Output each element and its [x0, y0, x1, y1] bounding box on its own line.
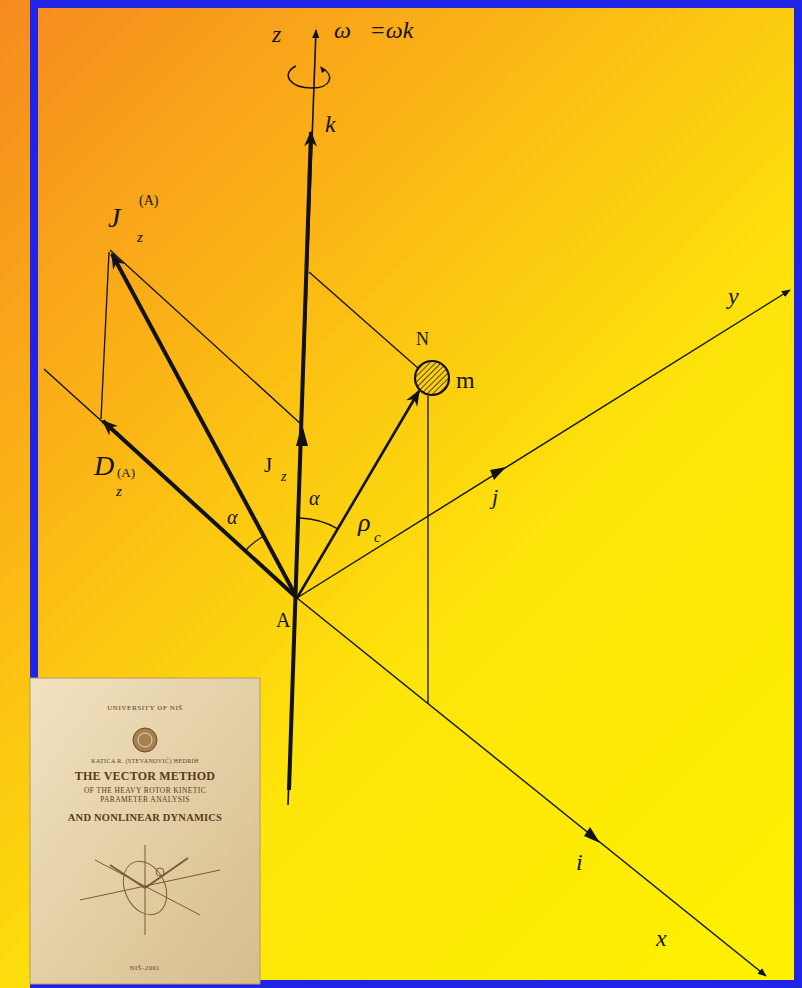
projection-line [101, 252, 109, 419]
book-title: AND NONLINEAR DYNAMICS [40, 812, 250, 824]
superscript: (A) [117, 466, 135, 479]
book-title: THE VECTOR METHOD [40, 770, 250, 784]
axis-name: y [728, 284, 739, 308]
rho-vector [297, 391, 419, 598]
projection-line [427, 396, 428, 704]
axis-name: z [272, 22, 281, 46]
vector-name: J⃗ [108, 204, 142, 232]
mass-point [415, 361, 449, 395]
z-axis [288, 30, 316, 805]
rotation-arrowhead [320, 66, 326, 73]
i-arrowhead [584, 827, 600, 843]
axis-name: x [656, 926, 667, 950]
point-name: A [276, 610, 290, 630]
angle-name: α [309, 488, 320, 508]
mass-name: m [456, 368, 475, 392]
rotation-arrow [288, 66, 330, 88]
jz-arrowhead [296, 424, 308, 446]
y-axis [297, 290, 790, 598]
university-emblem [133, 728, 157, 752]
cover-drawing [80, 845, 220, 935]
book-subtitle: OF THE HEAVY ROTOR KINETIC PARAMETER ANA… [70, 787, 220, 804]
angle-arc [245, 536, 264, 551]
book-cover [30, 678, 260, 984]
place-year: NIŠ-2001 [45, 964, 245, 971]
unit-vector: i⃗ [576, 850, 601, 874]
projection-line [309, 272, 419, 369]
j-vector [112, 254, 297, 598]
superscript: (A) [139, 194, 158, 208]
university-emblem [138, 733, 152, 747]
subscript: z [281, 470, 286, 484]
d-vector [103, 421, 297, 598]
author: KATICA R. (STEVANOVIĆ) HEDRIH [45, 758, 245, 765]
point-name: N [416, 330, 429, 348]
angle-arc [300, 518, 338, 529]
book-cover: UNIVERSITY OF NIŠ KATICA R. (STEVANOVIĆ) … [30, 678, 260, 984]
subscript: z [137, 230, 143, 245]
subscript: z [116, 484, 122, 499]
x-axis [297, 598, 766, 976]
unit-vector: k⃗ [325, 112, 354, 136]
j-arrowhead [490, 467, 506, 480]
angular-velocity: ω⃗=ωk⃗ [334, 18, 432, 42]
axis-line [44, 369, 297, 598]
projection-line [110, 250, 302, 425]
k-vector [289, 132, 311, 790]
publisher: UNIVERSITY OF NIŠ [45, 704, 245, 712]
subscript: c [374, 530, 381, 545]
angle-name: α [227, 507, 238, 527]
vector-name: J [264, 455, 272, 476]
unit-vector: j⃗ [492, 486, 515, 508]
